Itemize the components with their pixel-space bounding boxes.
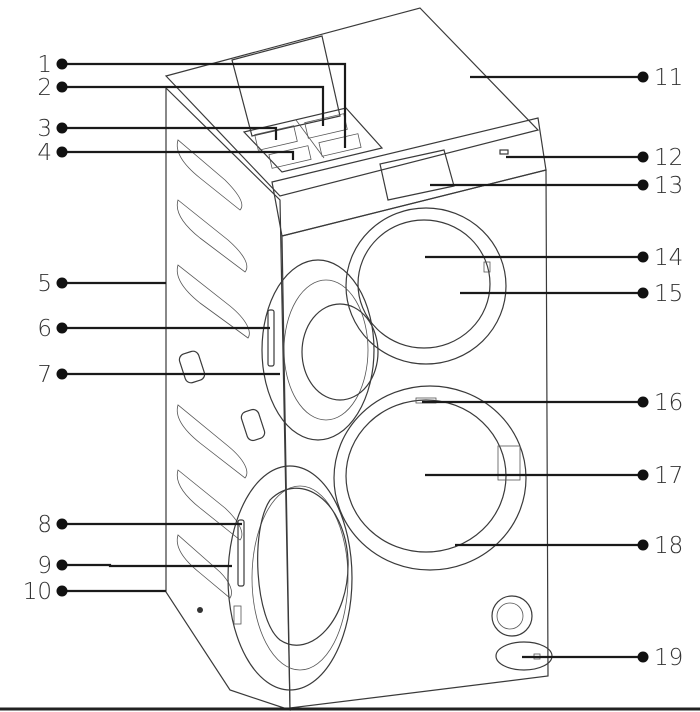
callout-dot xyxy=(637,651,649,663)
callout-number: 10 xyxy=(23,579,52,605)
callout-number: 2 xyxy=(37,75,52,101)
upper-door-shape xyxy=(261,259,375,441)
callout-number: 12 xyxy=(654,145,683,171)
callout-dot xyxy=(56,58,68,70)
callout-dot xyxy=(56,322,68,334)
indicator-shape xyxy=(499,149,509,155)
upper-drum-rim xyxy=(345,207,507,365)
side-grip-lower xyxy=(240,408,266,442)
callout-filter-cover: 19 xyxy=(522,645,683,671)
callout-number: 9 xyxy=(37,553,52,579)
callout-lower-door: 9 xyxy=(37,553,232,579)
callout-lower-door-lock: 16 xyxy=(422,390,683,416)
callout-dot xyxy=(56,81,68,93)
top-cover-shape xyxy=(164,7,540,197)
side-grip-upper xyxy=(178,350,206,384)
callout-dot xyxy=(637,151,649,163)
callout-number: 7 xyxy=(37,362,52,388)
callout-number: 6 xyxy=(37,316,52,342)
callout-upper-drum: 14 xyxy=(425,245,683,271)
callout-control-panel-display: 13 xyxy=(430,173,683,199)
callout-upper-door-handle: 6 xyxy=(37,316,270,342)
callout-number: 11 xyxy=(654,65,683,91)
callout-number: 15 xyxy=(654,281,683,307)
leader-line xyxy=(62,126,278,140)
upper-door-handle-shape xyxy=(267,309,275,367)
lower-door-shape xyxy=(227,465,353,691)
side-ribs xyxy=(176,139,250,599)
drawer-lid-shape xyxy=(231,35,341,137)
callout-top-cover: 11 xyxy=(470,65,683,91)
callout-number: 3 xyxy=(37,116,52,142)
callout-number: 17 xyxy=(654,463,683,489)
leader-line xyxy=(62,85,325,126)
callout-dot xyxy=(56,277,68,289)
lower-door-handle-shape xyxy=(237,519,245,587)
callout-dot xyxy=(56,368,68,380)
callout-number: 14 xyxy=(654,245,683,271)
callout-dot xyxy=(637,539,649,551)
callout-dot xyxy=(637,251,649,263)
callout-upper-door-latch: 7 xyxy=(37,362,280,388)
callout-lower-drum: 17 xyxy=(425,463,683,489)
callout-dot xyxy=(56,122,68,134)
leader-line xyxy=(62,563,232,568)
callout-dot xyxy=(56,559,68,571)
callout-number: 18 xyxy=(654,533,683,559)
callout-side-panel: 5 xyxy=(37,271,166,297)
callout-detergent-compartment-upper: 2 xyxy=(37,75,325,126)
callout-upper-door-seal: 15 xyxy=(460,281,683,307)
side-panel-shape xyxy=(165,86,291,711)
leader-line xyxy=(62,62,347,148)
washer-body xyxy=(164,7,553,711)
callout-number: 8 xyxy=(37,512,52,538)
callout-detergent-compartment-divider: 3 xyxy=(37,116,278,142)
callout-number: 16 xyxy=(654,390,683,416)
callout-dot xyxy=(637,71,649,83)
callout-dot xyxy=(637,469,649,481)
callout-lower-door-handle: 8 xyxy=(37,512,242,538)
leader-line xyxy=(62,150,295,160)
callout-detergent-compartment-lower: 4 xyxy=(37,140,295,166)
front-panel-shape xyxy=(281,169,549,709)
callout-dot xyxy=(637,287,649,299)
callout-number: 13 xyxy=(654,173,683,199)
callout-lower-door-seal: 18 xyxy=(455,533,683,559)
callout-detergent-drawer-lid: 1 xyxy=(37,52,347,148)
callout-number: 19 xyxy=(654,645,683,671)
upper-drum-glass xyxy=(357,219,491,349)
control-panel-shape xyxy=(271,117,547,237)
lower-drum-rim xyxy=(333,385,527,571)
callout-number: 4 xyxy=(37,140,52,166)
callout-indicator-light: 12 xyxy=(506,145,683,171)
callout-number: 5 xyxy=(37,271,52,297)
callout-dot xyxy=(637,396,649,408)
callout-dot xyxy=(637,179,649,191)
callout-dot xyxy=(56,585,68,597)
callout-number: 1 xyxy=(37,52,52,78)
drawer-tray-shape xyxy=(242,107,384,173)
display-shape xyxy=(379,149,455,201)
callout-base-cabinet: 10 xyxy=(23,579,166,605)
callout-dot xyxy=(56,518,68,530)
callout-dot xyxy=(56,146,68,158)
filter-opening xyxy=(491,595,533,637)
